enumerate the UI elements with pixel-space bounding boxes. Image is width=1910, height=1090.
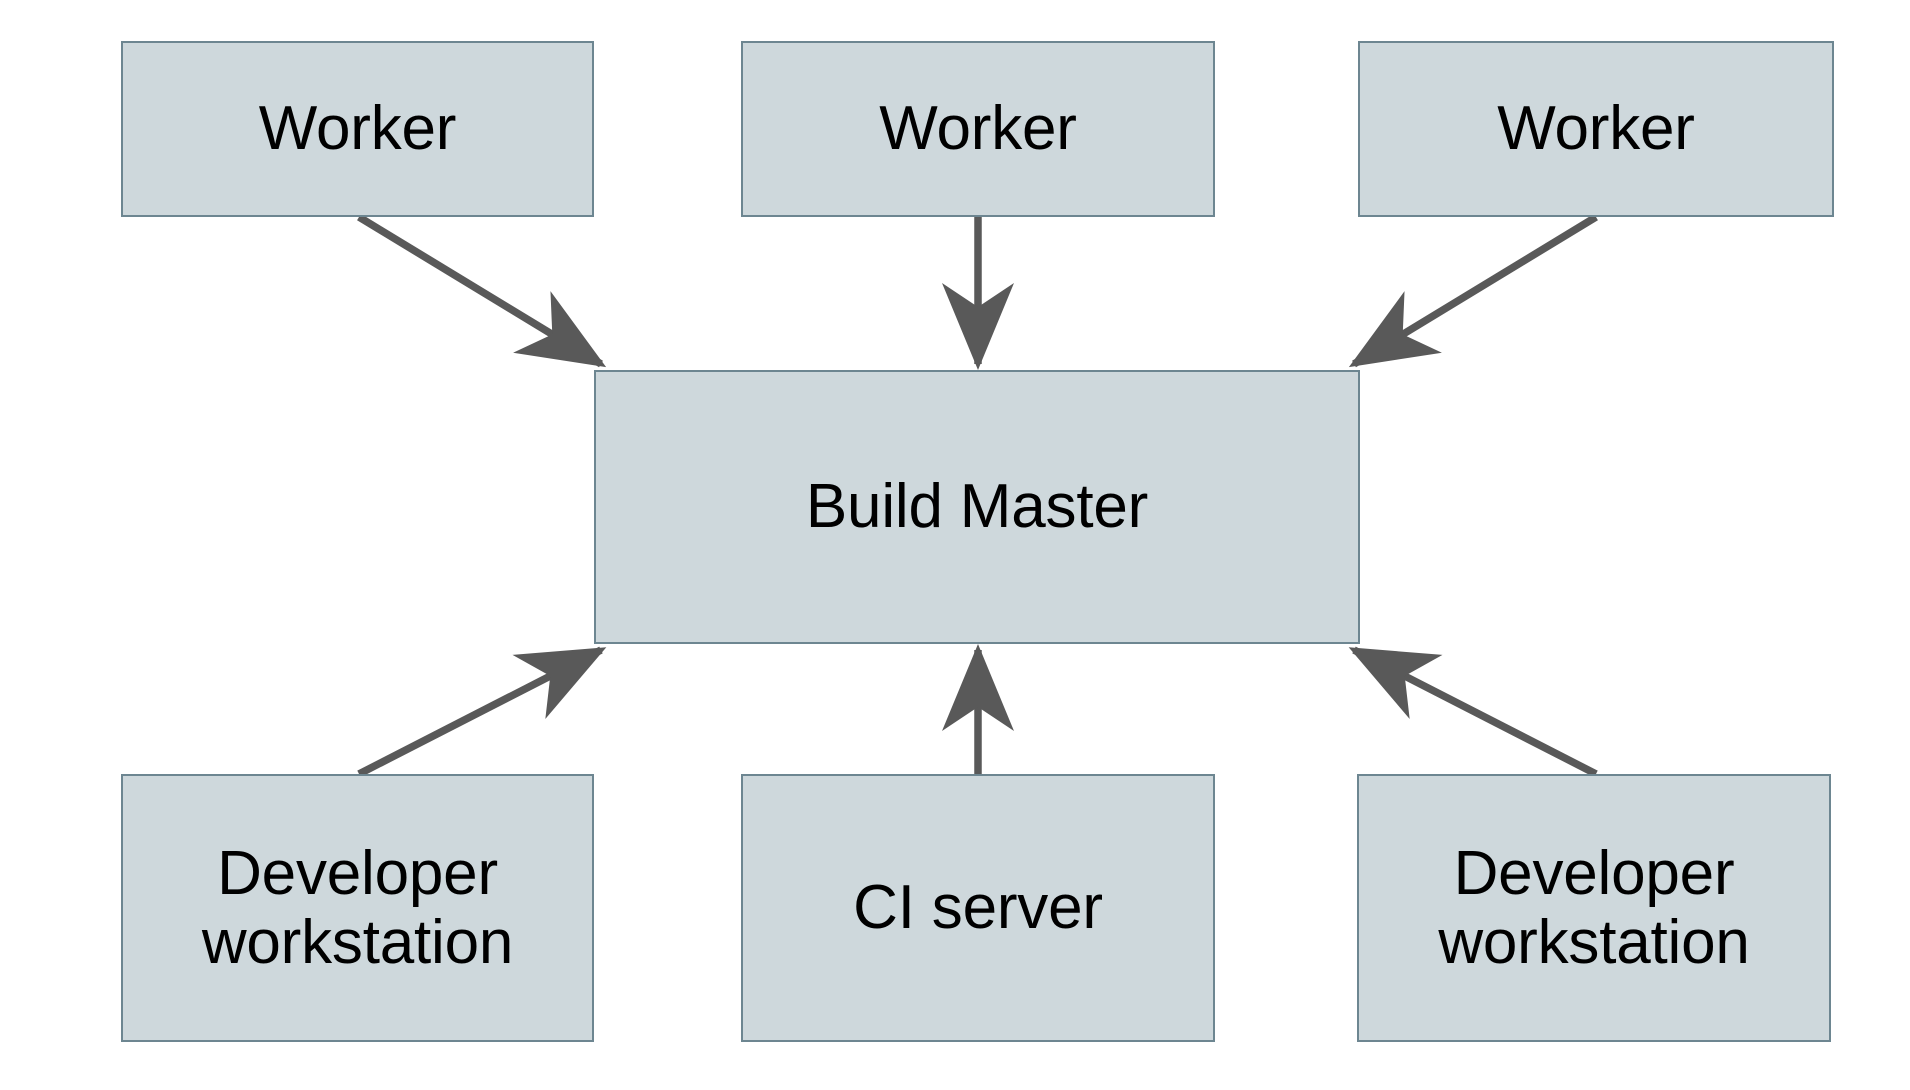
node-worker-right[interactable]: Worker xyxy=(1358,41,1834,217)
edge-developer-workstation-left-to-build-master xyxy=(357,646,607,778)
node-label: CI server xyxy=(853,873,1103,943)
node-label: Developer workstation xyxy=(1438,838,1750,977)
edge-worker-right-to-build-master xyxy=(1348,213,1598,368)
node-label: Worker xyxy=(1497,94,1695,164)
edge-developer-workstation-right-to-build-master xyxy=(1348,646,1598,778)
node-label: Build Master xyxy=(805,472,1149,542)
node-developer-workstation-right[interactable]: Developer workstation xyxy=(1357,774,1831,1042)
node-build-master[interactable]: Build Master xyxy=(594,370,1360,644)
node-ci-server[interactable]: CI server xyxy=(741,774,1215,1042)
edge-worker-left-to-build-master xyxy=(357,213,607,368)
node-developer-workstation-left[interactable]: Developer workstation xyxy=(121,774,594,1042)
node-label: Worker xyxy=(879,94,1077,164)
node-worker-center[interactable]: Worker xyxy=(741,41,1215,217)
node-label: Worker xyxy=(258,94,457,164)
node-label: Developer workstation xyxy=(201,838,514,977)
node-worker-left[interactable]: Worker xyxy=(121,41,594,217)
